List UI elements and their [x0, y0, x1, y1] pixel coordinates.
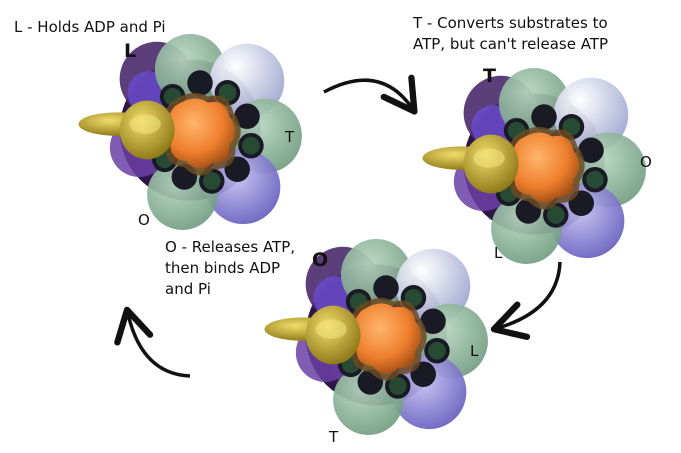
caption-o-line2: then binds ADP — [165, 259, 281, 277]
complex-right — [422, 67, 646, 264]
complex-bottom-label-o: O — [312, 249, 329, 271]
complex-top-left — [78, 33, 302, 230]
arrow-top-to-right — [323, 74, 418, 115]
caption-t-line2: ATP, but can't release ATP — [413, 35, 609, 53]
caption-t-line1: T - Converts substrates to — [413, 14, 608, 32]
caption-o-line3: and Pi — [165, 280, 211, 298]
caption-l: L - Holds ADP and Pi — [14, 18, 166, 36]
complex-bottom-label-t: T — [329, 428, 339, 446]
complex-top-left-label-t: T — [285, 128, 295, 146]
arrow-bottom-to-top — [114, 306, 191, 378]
complex-top-left-label-o: O — [138, 211, 150, 229]
caption-t: T - Converts substrates to ATP, but can'… — [413, 13, 608, 55]
caption-o-line1: O - Releases ATP, — [165, 238, 296, 256]
complex-right-label-l: L — [494, 244, 503, 262]
arrow-right-to-bottom — [490, 261, 562, 340]
complex-bottom-label-l: L — [470, 342, 479, 360]
caption-o: O - Releases ATP, then binds ADP and Pi — [165, 237, 295, 300]
complex-right-label-t: T — [483, 65, 496, 87]
complex-top-left-label-l: L — [124, 40, 137, 62]
complex-bottom — [264, 238, 488, 435]
complex-right-label-o: O — [640, 153, 652, 171]
